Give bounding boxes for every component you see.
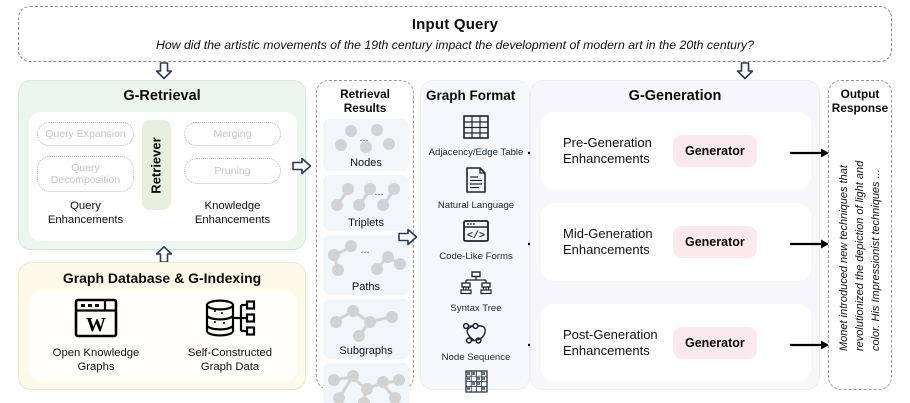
graph-format-panel: Graph Format Adjacency/Edge Table N	[420, 80, 531, 403]
code-brackets-icon: </>	[463, 220, 489, 242]
format-item-code-like-forms[interactable]: </> Code-Like Forms	[421, 218, 531, 262]
generation-row-post[interactable]: Post-Generation Enhancements Generator	[541, 304, 811, 382]
generation-row-mid[interactable]: Mid-Generation Enhancements Generator	[541, 203, 811, 281]
arrow-results-to-format	[398, 228, 418, 246]
node-chain-icon	[462, 322, 486, 344]
pill-query-decomposition[interactable]: Query Decomposition	[37, 156, 134, 192]
graph-format-title: Graph Format	[426, 88, 516, 103]
post-generation-label: Post-Generation Enhancements	[563, 327, 658, 358]
mid-generation-label: Mid-Generation Enhancements	[563, 226, 653, 257]
generator-chip-post[interactable]: Generator	[673, 327, 757, 359]
generation-row-pre[interactable]: Pre-Generation Enhancements Generator	[541, 112, 811, 190]
self-constructed-graph-item[interactable]: Self-Constructed Graph Data	[163, 291, 297, 381]
generator-chip-pre[interactable]: Generator	[673, 135, 757, 167]
format-label-code-like-forms: Code-Like Forms	[439, 251, 513, 262]
svg-text:...: ...	[360, 244, 369, 256]
result-card-subgraphs[interactable]: Subgraphs	[323, 299, 409, 359]
svg-text:...: ...	[374, 186, 383, 198]
table-grid-icon	[463, 115, 489, 139]
self-constructed-graph-label: Self-Constructed Graph Data	[187, 346, 273, 373]
g-retrieval-panel: G-Retrieval Query Expansion Query Decomp…	[18, 80, 306, 250]
hybrid-graphic	[328, 370, 405, 403]
result-card-hybrid[interactable]: Hybrid	[323, 363, 409, 403]
pill-merging[interactable]: Merging	[184, 122, 281, 146]
result-card-nodes[interactable]: ... Nodes	[323, 119, 409, 171]
nodes-graphic: ...	[335, 124, 395, 153]
retrieval-results-title: Retrieval Results	[340, 87, 390, 116]
format-label-syntax-tree: Syntax Tree	[450, 303, 502, 314]
svg-text:...: ...	[359, 132, 368, 144]
arrow-retrieval-to-results	[292, 157, 312, 175]
retriever-label: Retriever	[149, 136, 164, 194]
open-knowledge-graphs-item[interactable]: W Open Knowledge Graphs	[29, 291, 163, 381]
document-text-icon	[466, 167, 486, 193]
graph-database-inner: W Open Knowledge Graphs	[29, 291, 297, 381]
pill-query-expansion[interactable]: Query Expansion	[37, 122, 134, 146]
output-response-panel: Output Response Monet introduced new tec…	[828, 80, 892, 390]
input-query-box: Input Query How did the artistic movemen…	[18, 6, 892, 62]
input-query-title: Input Query	[411, 16, 499, 33]
hierarchy-tree-icon	[460, 271, 492, 295]
open-knowledge-graphs-label: Open Knowledge Graphs	[52, 346, 140, 373]
format-item-graph-embedding[interactable]: Graph Embedding	[421, 369, 531, 403]
input-query-text: How did the artistic movements of the 19…	[155, 38, 755, 52]
database-tree-icon	[204, 298, 256, 343]
query-enhancements-label: Query Enhancements	[47, 200, 124, 226]
pill-pruning[interactable]: Pruning	[184, 158, 281, 184]
result-label-subgraphs: Subgraphs	[339, 345, 393, 357]
subgraphs-graphic	[330, 305, 398, 342]
result-card-triplets[interactable]: ... Triplets	[323, 175, 409, 231]
wikipedia-browser-icon: W	[74, 298, 118, 343]
g-generation-panel: G-Generation Pre-Generation Enhancements…	[530, 80, 820, 390]
retrieval-results-panel: Retrieval Results ... Nodes ... Triplets	[316, 80, 414, 403]
paths-graphic: ...	[328, 240, 406, 276]
svg-text:</>: </>	[467, 230, 485, 242]
result-label-paths: Paths	[351, 281, 381, 293]
retriever-box[interactable]: Retriever	[142, 120, 171, 210]
format-item-natural-language[interactable]: Natural Language	[421, 166, 531, 211]
pre-generation-label: Pre-Generation Enhancements	[563, 135, 652, 166]
knowledge-enhancements-label: Knowledge Enhancements	[194, 200, 271, 226]
format-label-node-sequence: Node Sequence	[441, 352, 511, 363]
result-label-triplets: Triplets	[348, 217, 384, 229]
g-retrieval-title: G-Retrieval	[123, 88, 201, 104]
format-label-natural-language: Natural Language	[437, 200, 515, 211]
graph-database-title: Graph Database & G-Indexing	[62, 270, 262, 286]
g-generation-title: G-Generation	[628, 88, 722, 104]
result-card-paths[interactable]: ... Paths	[323, 235, 409, 295]
format-item-node-sequence[interactable]: Node Sequence	[421, 321, 531, 363]
output-response-title: Output Response	[831, 87, 889, 116]
arrow-query-to-retrieval	[155, 62, 173, 80]
format-label-adjacency-table: Adjacency/Edge Table	[428, 147, 524, 158]
arrow-database-to-retrieval	[155, 246, 173, 263]
arrow-post-to-output	[790, 339, 830, 351]
g-retrieval-inner: Query Expansion Query Decomposition Retr…	[29, 112, 297, 241]
embedding-matrix-icon	[465, 370, 488, 393]
graph-database-panel: Graph Database & G-Indexing W Open Knowl…	[18, 262, 306, 390]
svg-text:W: W	[86, 314, 106, 336]
format-item-syntax-tree[interactable]: Syntax Tree	[421, 270, 531, 314]
arrow-mid-to-output	[790, 238, 830, 250]
triplets-graphic: ...	[331, 183, 400, 211]
arrow-query-to-generation	[736, 62, 754, 80]
result-label-nodes: Nodes	[350, 157, 382, 169]
arrow-pre-to-output	[790, 147, 830, 159]
format-item-adjacency-table[interactable]: Adjacency/Edge Table	[421, 114, 531, 158]
generator-chip-mid[interactable]: Generator	[673, 226, 757, 258]
